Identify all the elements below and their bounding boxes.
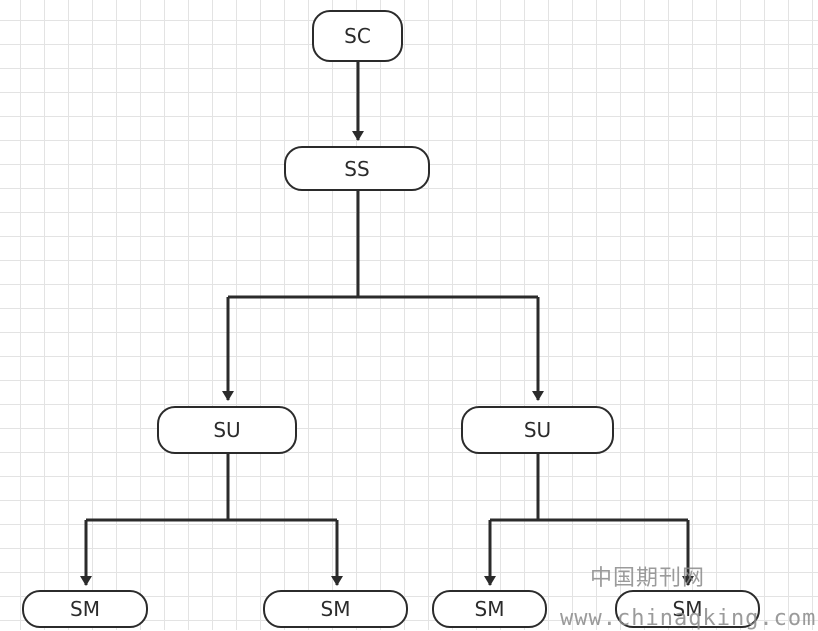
node-sc: SC [312, 10, 403, 62]
node-su-right: SU [461, 406, 614, 454]
node-su-left: SU [157, 406, 297, 454]
node-ss: SS [284, 146, 430, 191]
node-sm-4: SM [615, 590, 760, 628]
watermark-url: www.chinaqking.com [560, 606, 817, 631]
node-sm-3: SM [432, 590, 547, 628]
node-sm-2: SM [263, 590, 408, 628]
node-sm-1: SM [22, 590, 148, 628]
watermark-site-name: 中国期刊网 [590, 566, 706, 591]
